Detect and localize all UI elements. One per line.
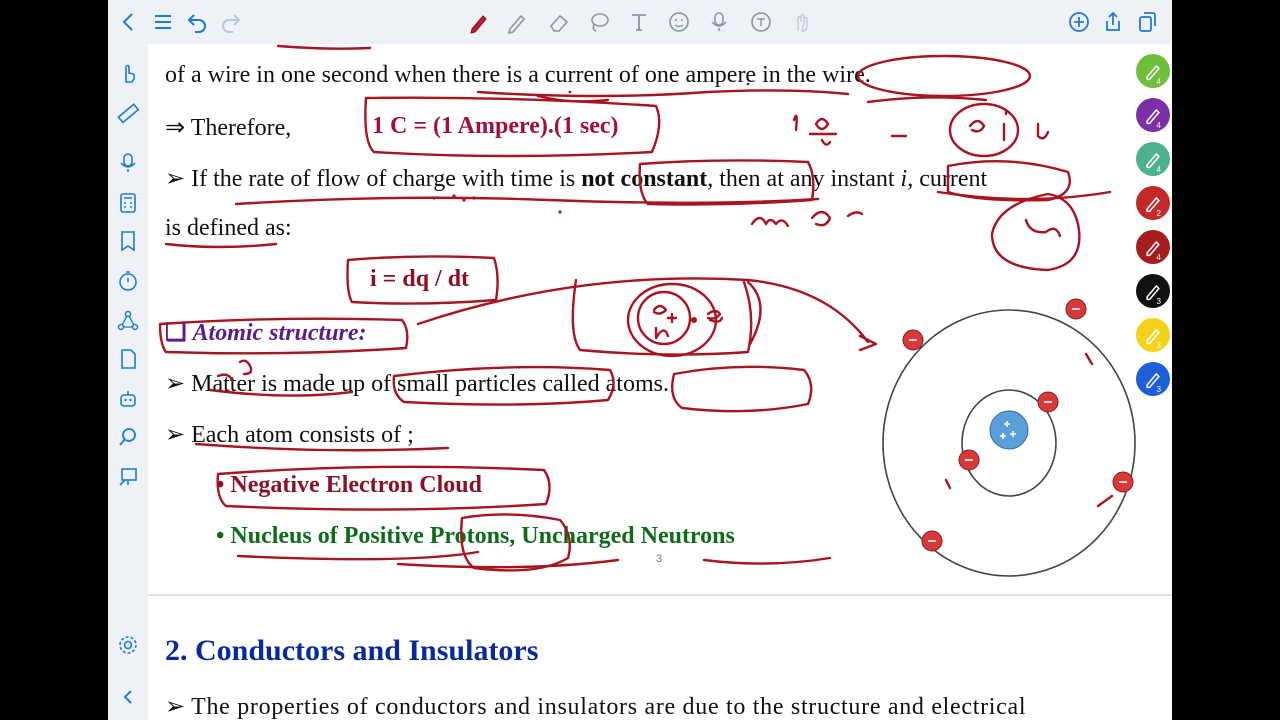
bullet-dot: • — [216, 523, 225, 549]
share-network-icon[interactable] — [115, 308, 141, 334]
eraser-icon[interactable] — [546, 8, 572, 36]
rate-of-flow-line: ➢ If the rate of flow of charge with tim… — [165, 164, 987, 193]
notes-app: of a wire in one second when there is a … — [108, 0, 1172, 720]
checkbox-square: ❑ — [165, 320, 187, 346]
matter-text: Matter is made up of small particles cal… — [191, 371, 669, 397]
pen-icon[interactable] — [466, 8, 492, 36]
pen-preset-purple[interactable]: 4 — [1136, 98, 1170, 132]
each-atom-text: Each atom consists of ; — [191, 422, 414, 448]
section-heading: 2. Conductors and Insulators — [165, 634, 539, 667]
coulomb-equation: 1 C = (1 Ampere).(1 sec) — [372, 113, 619, 139]
search-icon[interactable] — [115, 424, 141, 450]
share-icon[interactable] — [1100, 8, 1126, 36]
list-icon[interactable] — [150, 8, 176, 36]
left-sidebar — [108, 44, 148, 720]
notebook-page-1[interactable]: of a wire in one second when there is a … — [148, 44, 1172, 594]
therefore-label: Therefore, — [190, 115, 292, 141]
robot-icon[interactable] — [115, 386, 141, 412]
notebook-page-2[interactable]: 2. Conductors and Insulators ➢ The prope… — [148, 596, 1172, 720]
lasso-icon[interactable] — [586, 8, 612, 36]
each-atom-line: ➢ Each atom consists of ; — [165, 420, 414, 449]
hand-icon[interactable] — [788, 8, 814, 36]
bookmark-icon[interactable] — [115, 228, 141, 254]
back-chevron-icon[interactable] — [116, 8, 142, 36]
pen-preset-dark-red[interactable]: 4 — [1136, 230, 1170, 264]
redo-icon[interactable] — [218, 8, 244, 36]
pen-preset-green[interactable]: 4 — [1136, 54, 1170, 88]
pen-preset-red[interactable]: 2 — [1136, 186, 1170, 220]
conductors-line: ➢ The properties of conductors and insul… — [165, 692, 1026, 720]
not-constant-text: not constant — [581, 166, 708, 192]
nucleus-line: • Nucleus of Positive Protons, Uncharged… — [216, 523, 735, 550]
undo-icon[interactable] — [184, 8, 210, 36]
top-toolbar — [108, 0, 1172, 44]
pen-preset-yellow[interactable]: 3 — [1136, 318, 1170, 352]
therefore-line: ⇒ Therefore, — [165, 113, 291, 142]
hand-pointer-icon[interactable] — [115, 60, 141, 86]
presentation-icon[interactable] — [115, 464, 141, 490]
page-separator — [148, 594, 1172, 596]
add-icon[interactable] — [1066, 8, 1092, 36]
calculator-icon[interactable] — [115, 190, 141, 216]
current-equation: i = dq / dt — [370, 266, 470, 292]
pen-preset-blue[interactable]: 3 — [1136, 362, 1170, 396]
sticker-icon[interactable] — [666, 8, 692, 36]
rate-text-i: i — [900, 166, 908, 192]
implies-arrow: ⇒ — [165, 115, 186, 141]
rate-text-c: , current — [907, 166, 988, 192]
rate-text-b: , then at any instant — [707, 166, 901, 192]
pen-preset-teal[interactable]: 4 — [1136, 142, 1170, 176]
bullet-arrow: ➢ — [165, 694, 186, 720]
page-number: 3 — [656, 553, 663, 565]
highlighter-icon[interactable] — [504, 8, 530, 36]
bullet-arrow: ➢ — [165, 166, 186, 192]
atomic-structure-heading: ❑ Atomic structure: — [165, 318, 367, 347]
bullet-dot: • — [216, 472, 225, 498]
atomic-structure-label: Atomic structure: — [192, 320, 367, 346]
pages-icon[interactable] — [1134, 8, 1160, 36]
timer-icon[interactable] — [115, 268, 141, 294]
electron-cloud-line: • Negative Electron Cloud — [216, 472, 482, 499]
definition-text: of a wire in one second when there is a … — [165, 62, 871, 88]
electron-cloud-text: Negative Electron Cloud — [230, 472, 482, 498]
microphone-icon[interactable] — [115, 150, 141, 176]
rate-text-a: If the rate of flow of charge with time … — [191, 166, 582, 192]
bullet-arrow: ➢ — [165, 371, 186, 397]
pen-preset-black[interactable]: 3 — [1136, 274, 1170, 308]
nucleus-text: Nucleus of Positive Protons, Uncharged N… — [230, 523, 735, 549]
conductors-text: The properties of conductors and insulat… — [191, 694, 1027, 720]
microphone-icon[interactable] — [706, 8, 732, 36]
defined-as-text: is defined as: — [165, 215, 292, 241]
document-icon[interactable] — [115, 346, 141, 372]
ruler-icon[interactable] — [115, 100, 141, 126]
bullet-arrow: ➢ — [165, 422, 186, 448]
translate-icon[interactable] — [748, 8, 774, 36]
text-icon[interactable] — [626, 8, 652, 36]
settings-gear-icon[interactable] — [115, 632, 141, 658]
matter-line: ➢ Matter is made up of small particles c… — [165, 369, 669, 398]
collapse-chevron-icon[interactable] — [115, 684, 141, 710]
